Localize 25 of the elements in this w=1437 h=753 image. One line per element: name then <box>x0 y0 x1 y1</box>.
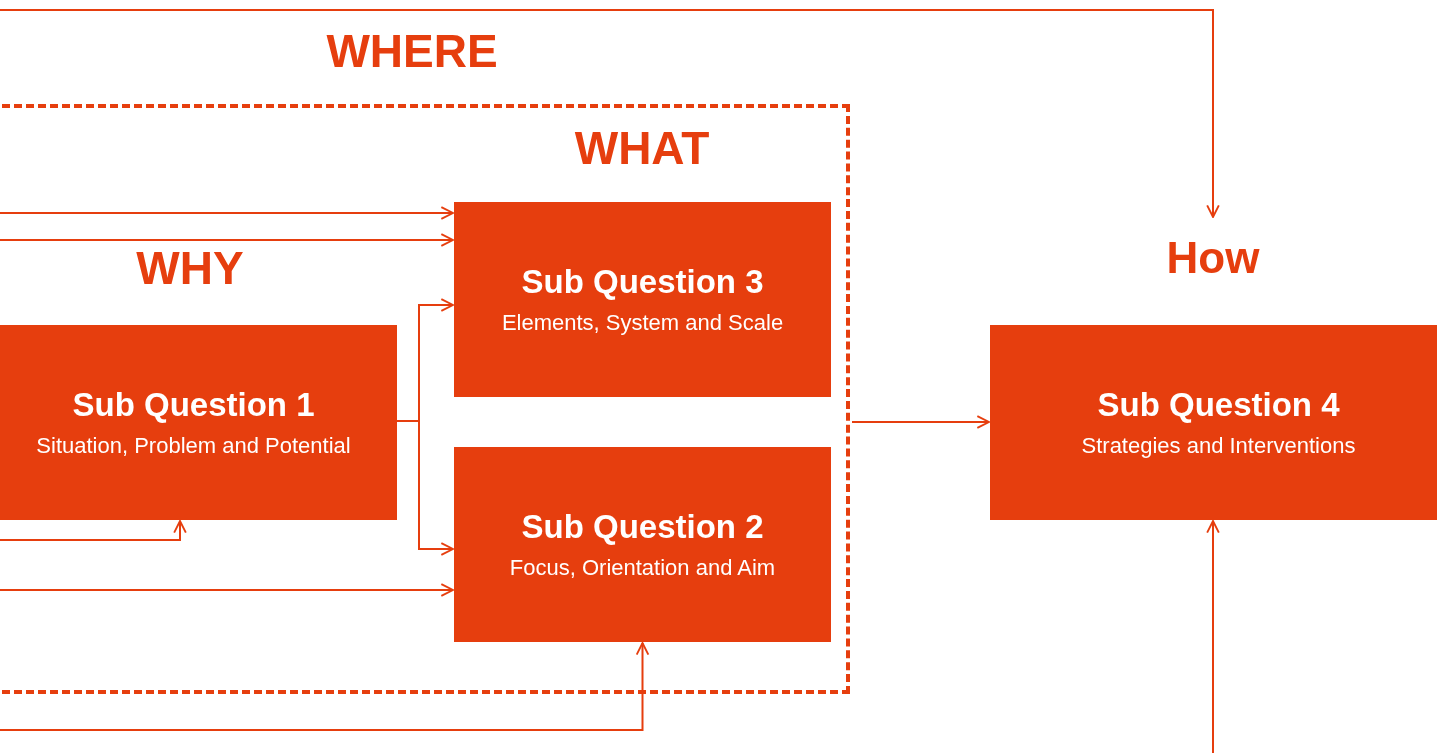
section-heading: WHAT <box>573 125 711 171</box>
arrow <box>396 420 454 556</box>
section-heading: How <box>1160 218 1266 298</box>
process-box <box>454 447 831 642</box>
arrow <box>0 233 454 247</box>
process-box <box>990 325 1437 520</box>
process-box <box>0 325 397 520</box>
box-subtitle: Focus, Orientation and Aim <box>509 557 776 579</box>
arrow <box>0 583 454 597</box>
box-title: Sub Question 1 <box>72 388 315 421</box>
arrow <box>0 642 650 731</box>
box-subtitle: Situation, Problem and Potential <box>36 435 351 457</box>
arrow <box>0 520 187 541</box>
box-subtitle: Elements, System and Scale <box>501 312 784 334</box>
box-title: Sub Question 4 <box>1097 388 1340 421</box>
arrow <box>0 206 454 220</box>
box-subtitle: Strategies and Interventions <box>1081 435 1356 457</box>
section-heading: WHY <box>135 245 245 291</box>
arrow <box>851 415 990 429</box>
process-box <box>454 202 831 397</box>
box-title: Sub Question 3 <box>521 265 764 298</box>
box-title: Sub Question 2 <box>521 510 764 543</box>
arrow <box>0 9 1220 218</box>
arrow <box>1206 520 1220 753</box>
section-heading: WHERE <box>325 28 499 74</box>
